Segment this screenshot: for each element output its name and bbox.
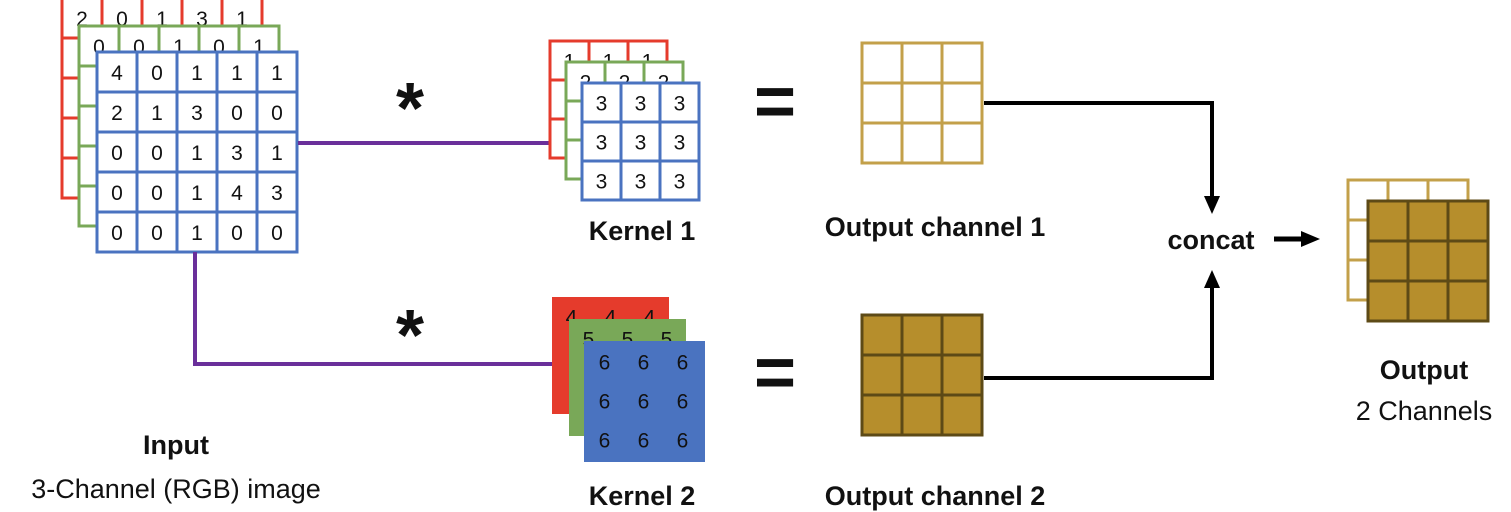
- input-blue-cell-value: 1: [191, 222, 203, 245]
- kernel-2-blue-cell-value: 6: [638, 352, 650, 375]
- input-blue-cell-value: 1: [271, 142, 283, 165]
- kernel-1-blue-cell-value: 3: [674, 93, 686, 116]
- kernel-2-label: Kernel 2: [589, 481, 696, 511]
- input-blue-cell-value: 1: [271, 62, 283, 85]
- kernel-2-green-cell-value: 5: [661, 329, 673, 352]
- convolution-operator-1: *: [396, 69, 424, 149]
- input-red-cell-value: 3: [196, 8, 208, 31]
- output-channel-1-label: Output channel 1: [825, 212, 1046, 242]
- kernel-1-blue-cell-value: 3: [596, 93, 608, 116]
- input-blue-cell-value: 0: [231, 222, 243, 245]
- input-blue-cell-value: 1: [151, 102, 163, 125]
- kernel-1-blue-grid: [580, 81, 701, 202]
- kernel-1-blue-cell-value: 3: [635, 171, 647, 194]
- input-blue-cell-value: 1: [191, 182, 203, 205]
- input-blue-cell-value: 0: [151, 62, 163, 85]
- output-channel-2-label: Output channel 2: [825, 481, 1046, 511]
- input-blue-cell-value: 3: [271, 182, 283, 205]
- output-label: Output: [1380, 355, 1468, 385]
- input-blue-grid: [95, 50, 299, 254]
- concat-label: concat: [1167, 225, 1254, 255]
- input-blue-cell-value: 4: [111, 62, 123, 85]
- kernel-1-blue-cell-value: 3: [635, 93, 647, 116]
- input-green-cell-value: 1: [173, 36, 185, 59]
- output-channel-1-grid: [860, 41, 984, 165]
- input-blue-cell-value: 0: [151, 222, 163, 245]
- input-blue-cell-value: 1: [191, 142, 203, 165]
- kernel-2-blue-cell-value: 6: [677, 352, 689, 375]
- kernel-2-blue-cell-value: 6: [677, 430, 689, 453]
- kernel-2-blue-cell-value: 6: [677, 391, 689, 414]
- input-sublabel: 3-Channel (RGB) image: [31, 474, 321, 504]
- kernel-2-blue-grid: [584, 341, 705, 462]
- input-green-cell-value: 0: [93, 36, 105, 59]
- input-blue-cell-value: 0: [111, 142, 123, 165]
- input-blue-cell-value: 4: [231, 182, 243, 205]
- input-red-cell-value: 0: [116, 8, 128, 31]
- kernel-1-label: Kernel 1: [589, 216, 696, 246]
- kernel-2-blue-cell-value: 6: [599, 430, 611, 453]
- input-green-cell-value: 0: [213, 36, 225, 59]
- input-blue-cell-value: 0: [271, 222, 283, 245]
- kernel-1-blue-cell-value: 3: [674, 132, 686, 155]
- kernel-1-blue-channel: 3 3 3 3 3 3 3 3 3: [580, 81, 701, 202]
- kernel-1-blue-cell-value: 3: [635, 132, 647, 155]
- input-blue-cell-value: 2: [111, 102, 123, 125]
- input-blue-cell-value: 3: [231, 142, 243, 165]
- input-blue-cell-value: 0: [151, 142, 163, 165]
- output-channel-2-grid: [860, 313, 984, 437]
- input-green-cell-value: 0: [133, 36, 145, 59]
- kernel-2-blue-channel: 6 6 6 6 6 6 6 6 6: [584, 341, 705, 462]
- arrow-channel-2-to-concat: [984, 286, 1214, 380]
- kernel-1-blue-cell-value: 3: [674, 171, 686, 194]
- arrow-head-right-icon: [1301, 231, 1320, 247]
- kernel-1-blue-cell-value: 3: [596, 171, 608, 194]
- kernel-2-blue-cell-value: 6: [599, 352, 611, 375]
- input-label: Input: [143, 430, 209, 460]
- kernel-2-blue-cell-value: 6: [599, 391, 611, 414]
- input-blue-cell-value: 0: [151, 182, 163, 205]
- input-blue-channel: 4 0 1 1 1 2 1 3 0 0 0 0 1 3 1 0 0 1 4 3 0 0 1 0 0: [95, 50, 299, 254]
- equals-sign-1: =: [754, 62, 796, 142]
- output-front-channel: [1366, 199, 1490, 323]
- input-green-cell-value: 1: [253, 36, 265, 59]
- input-blue-cell-value: 0: [111, 182, 123, 205]
- input-blue-cell-value: 1: [231, 62, 243, 85]
- kernel-2-green-cell-value: 5: [583, 329, 595, 352]
- input-blue-cell-value: 0: [111, 222, 123, 245]
- kernel-2-green-cell-value: 5: [622, 329, 634, 352]
- arrow-head-down-icon: [1204, 196, 1220, 214]
- input-blue-cell-value: 0: [271, 102, 283, 125]
- kernel-2-blue-cell-value: 6: [638, 391, 650, 414]
- input-blue-cell-value: 1: [191, 62, 203, 85]
- input-red-cell-value: 1: [236, 8, 248, 31]
- output-sublabel: 2 Channels: [1356, 396, 1493, 426]
- input-blue-cell-value: 0: [231, 102, 243, 125]
- connector-to-kernel-2: [193, 252, 552, 366]
- arrow-channel-1-to-concat: [984, 101, 1214, 198]
- input-red-cell-value: 1: [156, 8, 168, 31]
- kernel-1-blue-cell-value: 3: [596, 132, 608, 155]
- arrow-head-up-icon: [1204, 270, 1220, 288]
- convolution-operator-2: *: [396, 296, 424, 376]
- kernel-2-blue-cell-value: 6: [638, 430, 650, 453]
- input-blue-cell-value: 3: [191, 102, 203, 125]
- equals-sign-2: =: [754, 333, 796, 413]
- input-red-cell-value: 2: [76, 8, 88, 31]
